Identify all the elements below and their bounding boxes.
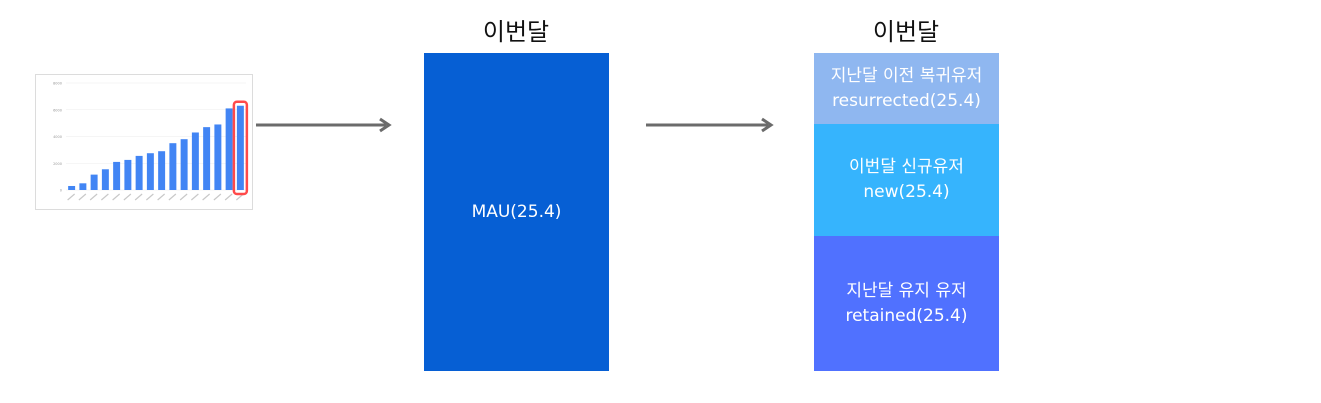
bar-3 (101, 169, 109, 190)
bar-10 (180, 139, 188, 190)
mau-label: MAU(25.4) (471, 201, 562, 222)
arrow-to-mau (256, 117, 396, 133)
thumbnail-chart-svg: 0 2000 4000 6000 8000 (53, 82, 249, 201)
x-tick-mark-9 (168, 193, 177, 201)
bar-5 (124, 159, 132, 190)
x-tick-mark-8 (157, 193, 166, 201)
bar-4 (113, 161, 121, 190)
y-tick-label-1: 2000 (53, 162, 62, 166)
bar-1 (79, 183, 87, 190)
x-tick-mark-6 (134, 193, 143, 201)
x-tick-mark-3 (100, 193, 109, 201)
segment-new-title: 이번달 신규유저 (849, 157, 964, 177)
x-tick-mark-13 (213, 193, 222, 201)
bar-9 (169, 143, 177, 190)
segment-resurrected-title: 지난달 이전 복귀유저 (830, 65, 983, 86)
segment-retained-title: 지난달 유지 유저 (846, 280, 967, 301)
bar-7 (146, 153, 154, 190)
segment-retained: 지난달 유지 유저 retained(25.4) (814, 236, 999, 371)
segment-new: 이번달 신규유저 new(25.4) (814, 124, 999, 236)
bar-12 (203, 127, 211, 190)
bar-0 (68, 185, 76, 190)
right-title: 이번달 (872, 18, 940, 46)
x-tick-mark-14 (224, 193, 233, 201)
y-tick-label-4: 8000 (53, 82, 62, 86)
segment-new-label: new(25.4) (863, 182, 950, 202)
x-tick-mark-5 (123, 193, 132, 201)
x-tick-mark-2 (89, 193, 98, 201)
x-tick-mark-1 (78, 193, 87, 201)
x-tick-mark-12 (202, 193, 211, 201)
x-tick-mark-4 (112, 193, 121, 201)
bar-14 (225, 108, 233, 190)
arrow-to-segments (646, 117, 776, 133)
bar-6 (135, 155, 143, 190)
segment-retained-label: retained(25.4) (845, 305, 968, 326)
x-tick-mark-7 (145, 193, 154, 201)
bar-13 (214, 124, 222, 190)
y-tick-label-3: 6000 (53, 108, 62, 112)
bar-15 (236, 105, 244, 190)
middle-title: 이번달 (482, 18, 550, 46)
x-tick-mark-10 (179, 193, 188, 201)
highlight-box (232, 100, 249, 196)
bar-2 (90, 174, 98, 190)
bar-8 (158, 151, 166, 190)
segment-stack: 지난달 이전 복귀유저 resurrected(25.4) 이번달 신규유저 n… (814, 53, 999, 371)
x-tick-mark-11 (190, 193, 199, 201)
x-tick-mark-0 (67, 193, 76, 201)
segment-resurrected-label: resurrected(25.4) (832, 90, 981, 111)
y-tick-label-0: 0 (60, 189, 62, 193)
segment-resurrected: 지난달 이전 복귀유저 resurrected(25.4) (814, 53, 999, 124)
y-tick-label-2: 4000 (53, 135, 62, 139)
thumbnail-chart: 0 2000 4000 6000 8000 (35, 74, 253, 210)
mau-box: MAU(25.4) (424, 53, 609, 371)
bar-11 (191, 132, 199, 190)
